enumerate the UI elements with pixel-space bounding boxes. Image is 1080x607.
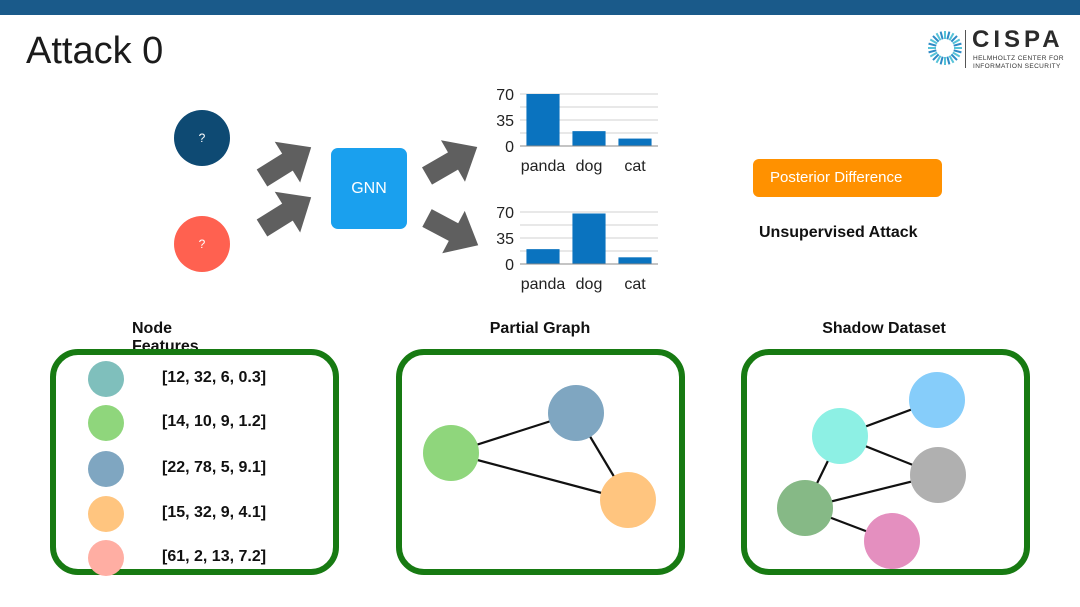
logo-subtitle: HELMHOLTZ CENTER FOR INFORMATION SECURIT… bbox=[973, 55, 1064, 70]
logo-ray bbox=[928, 49, 937, 54]
cispa-logo: CISPA HELMHOLTZ CENTER FOR INFORMATION S… bbox=[925, 26, 1075, 72]
logo-ray bbox=[928, 42, 937, 47]
gnn-model-box: GNN bbox=[331, 148, 407, 229]
logo-ray bbox=[929, 51, 938, 58]
logo-ray bbox=[939, 56, 944, 65]
y-tick-label: 35 bbox=[496, 113, 514, 130]
graph-node bbox=[600, 472, 656, 528]
feature-vector: [14, 10, 9, 1.2] bbox=[162, 413, 267, 430]
logo-ray bbox=[946, 56, 951, 65]
logo-ray bbox=[952, 51, 961, 58]
feature-node-dot bbox=[88, 451, 124, 487]
x-tick-label: cat bbox=[624, 276, 646, 293]
arrow-node-top-to-gnn bbox=[249, 126, 324, 199]
y-tick-label: 70 bbox=[496, 205, 514, 222]
graph-node bbox=[812, 408, 868, 464]
feature-node-dot bbox=[88, 496, 124, 532]
bar-panda bbox=[526, 249, 560, 264]
graph-node bbox=[909, 372, 965, 428]
logo-ray bbox=[948, 32, 955, 41]
feature-vector: [61, 2, 13, 7.2] bbox=[162, 548, 267, 565]
graph-node bbox=[423, 425, 479, 481]
partial-graph bbox=[423, 385, 656, 528]
logo-ray bbox=[948, 55, 955, 64]
logo-ray bbox=[952, 38, 961, 45]
feature-node-dot bbox=[88, 540, 124, 576]
partial-graph-panel bbox=[396, 349, 685, 575]
feature-node-dot bbox=[88, 361, 124, 397]
slide-title: Attack 0 bbox=[26, 30, 164, 72]
logo-ray bbox=[953, 49, 962, 54]
y-tick-label: 0 bbox=[505, 257, 514, 274]
graph-node bbox=[910, 447, 966, 503]
graph-node bbox=[864, 513, 920, 569]
feature-node-dot bbox=[88, 405, 124, 441]
bar-panda bbox=[526, 94, 560, 146]
logo-ray bbox=[946, 31, 951, 40]
logo-ray bbox=[953, 42, 962, 47]
unsupervised-attack-label: Unsupervised Attack bbox=[759, 224, 918, 241]
posterior-difference-box: Posterior Difference bbox=[753, 159, 942, 197]
y-tick-label: 35 bbox=[496, 231, 514, 248]
top-bar bbox=[0, 0, 1080, 15]
y-tick-label: 70 bbox=[496, 87, 514, 104]
shadow-dataset-title: Shadow Dataset bbox=[822, 320, 946, 337]
logo-ray bbox=[950, 53, 958, 61]
logo-wordmark: CISPA bbox=[972, 26, 1064, 53]
bar-dog bbox=[572, 131, 606, 146]
bar-dog bbox=[572, 213, 606, 264]
input-node-top: ? bbox=[174, 110, 230, 166]
x-tick-label: dog bbox=[576, 276, 603, 293]
graph-node bbox=[777, 480, 833, 536]
logo-ray bbox=[932, 53, 940, 61]
logo-divider bbox=[965, 30, 966, 68]
posterior-chart-top: 0 35 70 panda dog cat bbox=[496, 87, 658, 175]
logo-ray bbox=[935, 55, 942, 64]
feature-vector: [22, 78, 5, 9.1] bbox=[162, 459, 267, 476]
bar-cat bbox=[618, 138, 652, 146]
node-features-panel: [12, 32, 6, 0.3] [14, 10, 9, 1.2] [22, 7… bbox=[50, 349, 339, 576]
shadow-dataset-panel bbox=[741, 349, 1030, 575]
x-tick-label: panda bbox=[521, 158, 566, 175]
logo-ray bbox=[939, 31, 944, 40]
arrow-node-bottom-to-gnn bbox=[249, 176, 324, 249]
x-tick-label: panda bbox=[521, 276, 566, 293]
bar-cat bbox=[618, 257, 652, 264]
cispa-sun-icon bbox=[928, 31, 962, 65]
feature-vector: [12, 32, 6, 0.3] bbox=[162, 369, 267, 386]
graph-edge bbox=[450, 451, 629, 502]
graph-node bbox=[548, 385, 604, 441]
feature-vector: [15, 32, 9, 4.1] bbox=[162, 504, 267, 521]
posterior-chart-bottom: 0 35 70 panda dog cat bbox=[496, 205, 658, 293]
y-tick-label: 0 bbox=[505, 139, 514, 156]
input-node-bottom: ? bbox=[174, 216, 230, 272]
x-tick-label: dog bbox=[576, 158, 603, 175]
x-tick-label: cat bbox=[624, 158, 646, 175]
logo-ray bbox=[950, 35, 958, 43]
logo-ray bbox=[932, 35, 940, 43]
partial-graph-title: Partial Graph bbox=[489, 320, 591, 337]
logo-ray bbox=[935, 32, 942, 41]
shadow-graph bbox=[777, 372, 966, 569]
logo-ray bbox=[929, 38, 938, 45]
